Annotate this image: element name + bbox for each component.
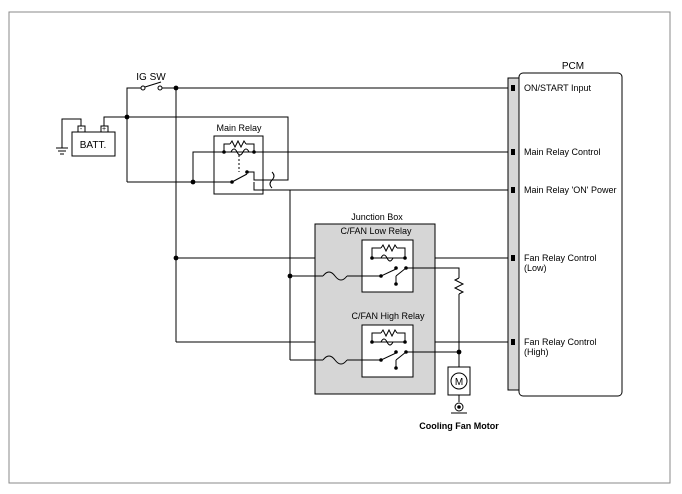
- main-relay-label: Main Relay: [216, 123, 262, 133]
- pcm-pin-main-relay-control: Main Relay Control: [524, 147, 601, 157]
- cooling-fan-motor-label: Cooling Fan Motor: [419, 421, 499, 431]
- pcm-label: PCM: [562, 61, 584, 72]
- main-relay-wiring: [254, 151, 510, 191]
- battery-label: BATT.: [80, 140, 106, 151]
- motor-symbol: M: [455, 377, 463, 388]
- cfan-low-relay: C/FAN Low Relay: [340, 226, 414, 293]
- pcm-pin-fan-relay-control-high: Fan Relay Control: [524, 337, 597, 347]
- battery-positive-terminal: +: [102, 126, 106, 133]
- cfan-high-fuse: [322, 355, 348, 365]
- ignition-switch: IG SW: [136, 72, 510, 91]
- pcm-pin-fan-relay-control-low-suffix: (Low): [524, 263, 547, 273]
- cfan-high-relay-label: C/FAN High Relay: [351, 311, 425, 321]
- pcm-pin-main-relay-on-power: Main Relay 'ON' Power: [524, 185, 616, 195]
- cfan-low-fuse: [322, 271, 348, 281]
- battery: - + BATT.: [71, 125, 116, 157]
- junction-box-label: Junction Box: [351, 212, 403, 222]
- battery-positive-wiring: [103, 87, 289, 183]
- battery-ground: [56, 118, 82, 155]
- cooling-fan-motor: M Cooling Fan Motor: [419, 366, 499, 431]
- ig-sw-label: IG SW: [136, 72, 166, 83]
- fan-feed-wiring: [262, 189, 465, 367]
- cfan-high-relay: C/FAN High Relay: [351, 311, 425, 378]
- pcm-pin-fan-relay-control-low: Fan Relay Control: [524, 253, 597, 263]
- battery-negative-terminal: -: [80, 126, 83, 133]
- main-relay: Main Relay: [190, 123, 264, 195]
- pcm-pin-on-start-input: ON/START Input: [524, 83, 592, 93]
- pcm-module: PCM ON/START Input Main Relay Control Ma…: [507, 61, 623, 397]
- pcm-pin-fan-relay-control-high-suffix: (High): [524, 347, 549, 357]
- main-relay-diode-marker: [269, 171, 275, 189]
- cfan-low-relay-label: C/FAN Low Relay: [340, 226, 412, 236]
